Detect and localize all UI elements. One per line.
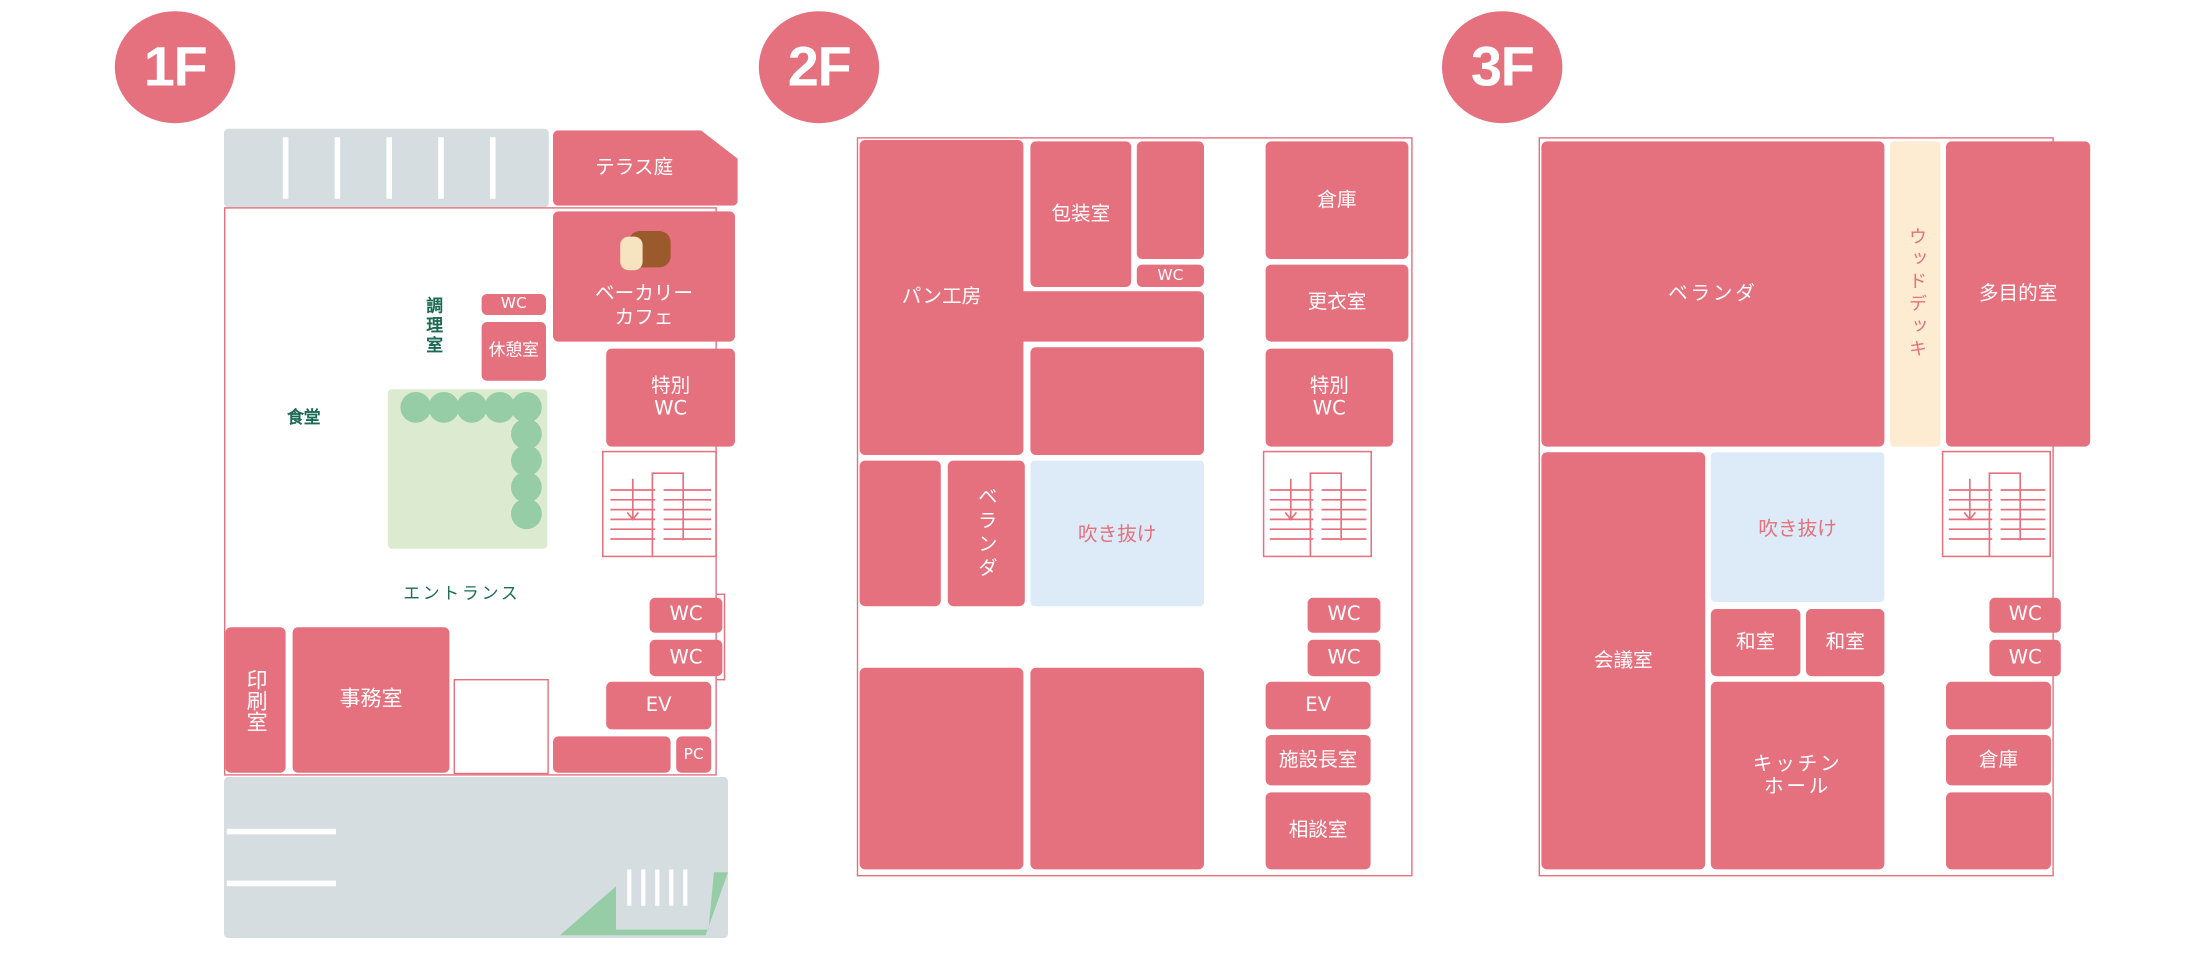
stairs-icon	[1941, 450, 2051, 558]
courtyard-garden	[387, 389, 548, 549]
building-outline-2f	[856, 137, 1413, 877]
room-veranda[interactable]: ベランダ	[1541, 141, 1885, 447]
room-bread-studio[interactable]: パン工房	[859, 140, 1024, 455]
room-multipurpose[interactable]: 多目的室	[1946, 141, 2091, 447]
room-washitsu-2[interactable]: 和室	[1806, 609, 1885, 677]
room-unnamed[interactable]	[1136, 141, 1204, 259]
wall-notch	[716, 593, 726, 681]
floor-badge-1f: 1F	[114, 11, 236, 124]
green-strip	[560, 869, 728, 936]
room-wc-small[interactable]: WC	[1136, 264, 1204, 287]
room-meeting[interactable]: 会議室	[1541, 452, 1706, 870]
room-consultation[interactable]: 相談室	[1265, 792, 1371, 870]
room-unnamed[interactable]	[859, 460, 941, 607]
shrub	[511, 498, 542, 530]
stairs-icon	[602, 450, 717, 558]
room-kitchen-hall[interactable]: キッチン ホール	[1710, 681, 1885, 870]
room-bread-studio-arm[interactable]	[1019, 291, 1204, 342]
room-wc-2[interactable]: WC	[1989, 639, 2061, 677]
room-unnamed[interactable]	[1946, 681, 2051, 730]
parking-line	[226, 880, 336, 887]
parking-line	[386, 137, 392, 199]
shrub	[511, 392, 542, 423]
room-wc-2[interactable]: WC	[1307, 639, 1381, 677]
room-veranda[interactable]: ベランダ	[947, 460, 1025, 607]
room-unnamed[interactable]	[553, 736, 671, 773]
room-label: ベーカリー カフェ	[595, 283, 693, 329]
entrance-hall	[453, 679, 549, 775]
room-office[interactable]: 事務室	[292, 627, 450, 773]
room-unnamed[interactable]	[859, 667, 1024, 870]
room-ev[interactable]: EV	[606, 681, 712, 730]
room-unnamed[interactable]	[1030, 667, 1204, 870]
room-storage[interactable]: 倉庫	[1265, 141, 1409, 259]
room-print[interactable]: 印刷室	[225, 627, 286, 773]
label-entrance: エントランス	[403, 583, 521, 604]
room-wc-1[interactable]: WC	[1307, 597, 1381, 633]
room-bakery-cafe[interactable]: ベーカリー カフェ	[553, 211, 735, 342]
room-special-wc[interactable]: 特別 WC	[1265, 348, 1393, 447]
parking-line	[490, 137, 496, 199]
shrub	[484, 392, 516, 423]
parking-top	[224, 128, 549, 208]
atrium: 吹き抜け	[1710, 452, 1885, 602]
room-terrace[interactable]: テラス庭	[553, 130, 738, 206]
shrub	[428, 392, 460, 423]
room-wc-small[interactable]: WC	[481, 294, 546, 315]
building-outline-3f	[1538, 137, 2054, 877]
room-special-wc[interactable]: 特別 WC	[606, 348, 735, 447]
parking-line	[438, 137, 444, 199]
room-label: パン工房	[901, 286, 982, 309]
shrub	[511, 471, 542, 503]
shrub	[456, 392, 488, 423]
room-lounge[interactable]: 休憩室	[481, 322, 546, 381]
room-ev[interactable]: EV	[1265, 681, 1371, 730]
parking-line	[334, 137, 341, 199]
parking-line	[226, 828, 336, 835]
stairs-icon	[1262, 450, 1372, 558]
label-kitchen: 調理室	[424, 296, 444, 356]
bread-icon	[620, 231, 671, 271]
room-packing[interactable]: 包装室	[1030, 141, 1132, 287]
room-washitsu-1[interactable]: 和室	[1710, 609, 1801, 677]
room-pc[interactable]: PC	[676, 736, 712, 773]
shrub	[511, 418, 542, 450]
room-director[interactable]: 施設長室	[1265, 735, 1371, 786]
room-storage[interactable]: 倉庫	[1946, 735, 2051, 786]
shrub	[511, 445, 542, 476]
room-wc-2[interactable]: WC	[649, 639, 723, 677]
wood-deck[interactable]: ウッドデッキ	[1890, 141, 1941, 447]
parking-bottom	[224, 777, 728, 938]
room-locker[interactable]: 更衣室	[1265, 264, 1409, 342]
parking-line	[282, 137, 289, 199]
floor-badge-2f: 2F	[758, 11, 880, 124]
label-dining: 食堂	[287, 407, 321, 427]
atrium: 吹き抜け	[1030, 460, 1204, 607]
room-unnamed[interactable]	[1030, 347, 1204, 455]
shrub	[400, 392, 432, 423]
room-wc-1[interactable]: WC	[1989, 597, 2061, 633]
floor-badge-3f: 3F	[1442, 11, 1563, 124]
room-wc-1[interactable]: WC	[649, 597, 723, 633]
room-unnamed[interactable]	[1946, 792, 2051, 870]
